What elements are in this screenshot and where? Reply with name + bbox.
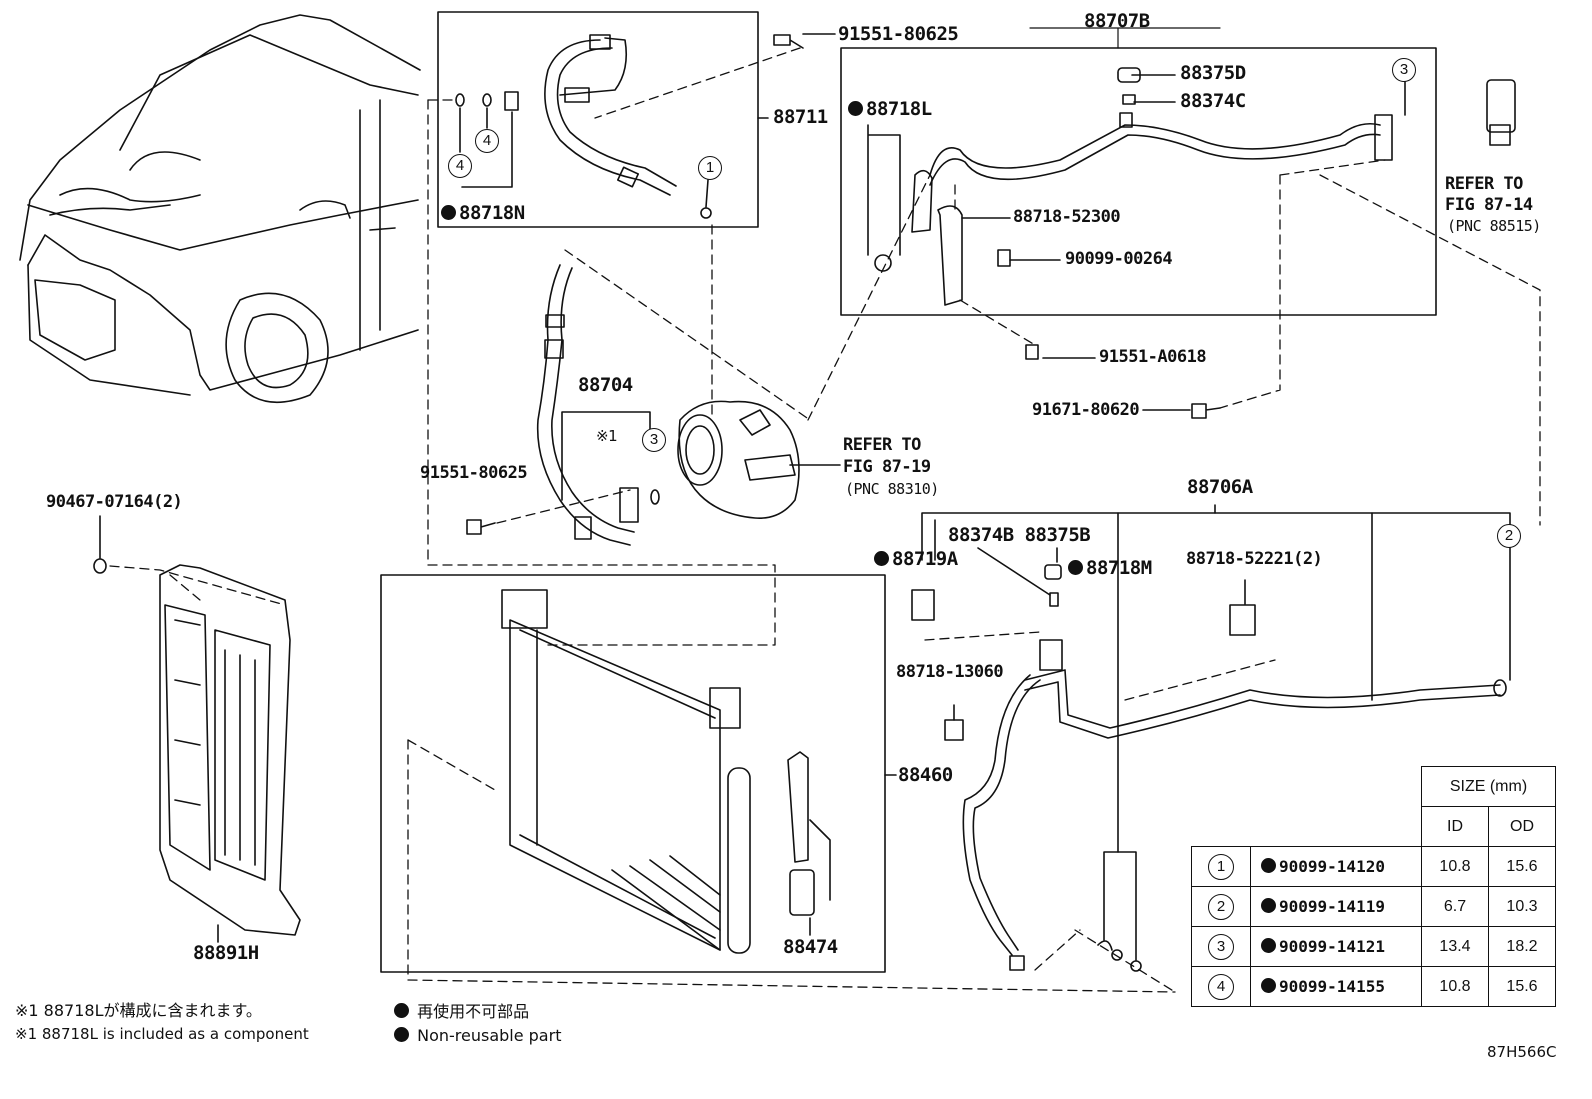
non-reusable-dot-icon xyxy=(1261,898,1276,913)
non-reusable-dot-icon xyxy=(1261,978,1276,993)
part-number: 90099-14119 xyxy=(1279,897,1385,916)
label-88706a: 88706A xyxy=(1187,476,1253,498)
figure-code: 87H566C xyxy=(1487,1043,1557,1061)
label-88704: 88704 xyxy=(578,374,633,396)
refer-fig-87-14-line3: (PNC 88515) xyxy=(1447,217,1541,235)
size-id: 13.4 xyxy=(1421,926,1489,967)
callout-3-top: 3 xyxy=(1392,58,1416,82)
refer-fig-87-19-line1: REFER TO xyxy=(843,435,921,455)
ref-circle: 3 xyxy=(1208,933,1234,960)
size-id: 6.7 xyxy=(1421,886,1489,927)
table-row: 2 90099-14119 6.7 10.3 xyxy=(1191,886,1556,927)
label-88718m: 88718M xyxy=(1068,559,1152,578)
box-88707b xyxy=(840,47,1437,316)
label-91551-80625-mid: 91551-80625 xyxy=(420,463,528,483)
expansion-valve xyxy=(1486,79,1516,133)
refer-fig-87-14-line2: FIG 87-14 xyxy=(1445,195,1533,215)
ref-circle: 4 xyxy=(1208,973,1234,1000)
label-91671-80620: 91671-80620 xyxy=(1032,400,1140,420)
part-number: 90099-14155 xyxy=(1279,977,1385,996)
compressor xyxy=(677,400,800,519)
callout-4-right: 4 xyxy=(475,129,499,153)
non-reusable-dot-icon xyxy=(394,1003,409,1018)
table-row: 1 90099-14120 10.8 15.6 xyxy=(1191,846,1556,887)
box-88711 xyxy=(437,11,759,228)
non-reusable-dot-icon xyxy=(1261,858,1276,873)
cover-88891h xyxy=(159,564,301,936)
size-od: 15.6 xyxy=(1488,846,1556,887)
hose-88704 xyxy=(536,264,639,546)
label-88374b-88375b: 88374B 88375B xyxy=(948,524,1091,546)
label-88718l: 88718L xyxy=(848,100,932,119)
label-90099-00264: 90099-00264 xyxy=(1065,249,1173,269)
non-reusable-dot-icon xyxy=(848,101,863,116)
legend-nonreusable-jp: 再使用不可部品 xyxy=(394,1003,529,1020)
part-number: 90099-14121 xyxy=(1279,937,1385,956)
size-table-col-od: OD xyxy=(1488,806,1556,847)
pipe-88707b xyxy=(911,67,1393,306)
label-88711: 88711 xyxy=(773,106,828,128)
non-reusable-dot-icon xyxy=(874,551,889,566)
gasket-size-table: SIZE (mm) ID OD 1 90099-14120 10.8 15.6 … xyxy=(1191,766,1556,1007)
size-od: 15.6 xyxy=(1488,966,1556,1007)
label-91551-a0618: 91551-A0618 xyxy=(1099,347,1207,367)
size-od: 10.3 xyxy=(1488,886,1556,927)
label-88460: 88460 xyxy=(898,764,953,786)
refer-fig-87-19-line3: (PNC 88310) xyxy=(845,480,939,498)
label-88719a: 88719A xyxy=(874,550,958,569)
label-88891h: 88891H xyxy=(193,942,259,964)
note-component-en: ※1 88718L is included as a component xyxy=(15,1025,309,1043)
non-reusable-dot-icon xyxy=(441,205,456,220)
refer-fig-87-14-line1: REFER TO xyxy=(1445,174,1523,194)
non-reusable-dot-icon xyxy=(1261,938,1276,953)
callout-4-left: 4 xyxy=(448,154,472,178)
refer-fig-87-19-line2: FIG 87-19 xyxy=(843,457,931,477)
label-88718-52300: 88718-52300 xyxy=(1013,207,1121,227)
pipe-88706a xyxy=(911,564,1507,956)
callout-2: 2 xyxy=(1497,524,1521,548)
label-88718-13060: 88718-13060 xyxy=(896,662,1004,682)
ref-circle: 1 xyxy=(1208,853,1234,880)
part-number: 90099-14120 xyxy=(1279,857,1385,876)
legend-nonreusable-en: Non-reusable part xyxy=(394,1027,561,1044)
hose-88711 xyxy=(544,34,677,196)
size-table-col-id: ID xyxy=(1421,806,1489,847)
non-reusable-dot-icon xyxy=(394,1027,409,1042)
box-88460 xyxy=(380,574,886,973)
label-88718-52221: 88718-52221(2) xyxy=(1186,549,1323,569)
bracket-88706a xyxy=(921,512,1511,561)
note-component-jp: ※1 88718Lが構成に含まれます。 xyxy=(15,1001,262,1020)
ref-circle: 2 xyxy=(1208,893,1234,920)
callout-1: 1 xyxy=(698,156,722,180)
size-id: 10.8 xyxy=(1421,846,1489,887)
label-88707b: 88707B xyxy=(1084,10,1150,32)
label-91551-80625-top: 91551-80625 xyxy=(838,23,959,45)
non-reusable-dot-icon xyxy=(1068,560,1083,575)
label-90467-07164: 90467-07164(2) xyxy=(46,492,183,512)
note-mark: ※1 xyxy=(596,427,618,445)
label-88375d: 88375D xyxy=(1180,62,1246,84)
size-id: 10.8 xyxy=(1421,966,1489,1007)
vehicle-illustration xyxy=(19,14,421,403)
table-row: 4 90099-14155 10.8 15.6 xyxy=(1191,966,1556,1007)
size-od: 18.2 xyxy=(1488,926,1556,967)
label-88374c: 88374C xyxy=(1180,90,1246,112)
label-88718n: 88718N xyxy=(441,204,525,223)
callout-3-mid: 3 xyxy=(642,428,666,452)
table-row: 3 90099-14121 13.4 18.2 xyxy=(1191,926,1556,967)
bolts xyxy=(466,34,1221,971)
label-88474: 88474 xyxy=(783,936,838,958)
condenser-88460 xyxy=(501,589,751,954)
size-table-title: SIZE (mm) xyxy=(1421,766,1556,807)
